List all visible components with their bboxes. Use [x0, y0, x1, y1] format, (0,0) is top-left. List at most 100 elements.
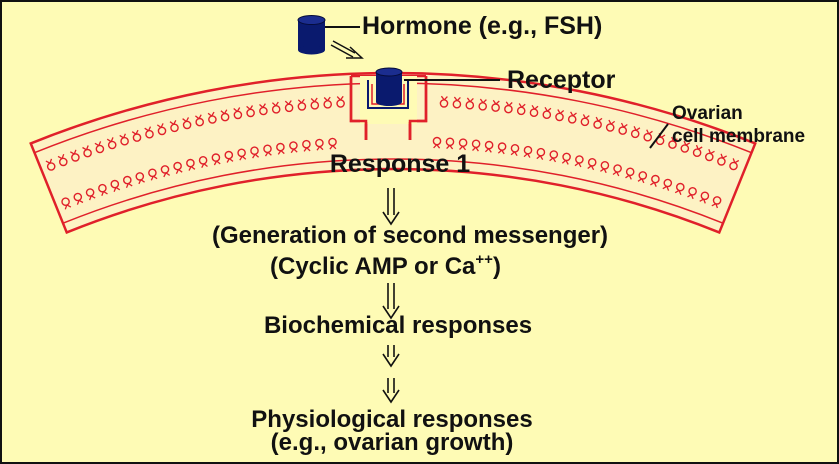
lipid-head — [73, 192, 83, 202]
lipid-tail — [259, 103, 266, 108]
lipid-tail — [446, 144, 454, 150]
lipid-tail — [195, 114, 202, 120]
lipid-head — [157, 126, 167, 136]
lipid-tail — [633, 126, 641, 131]
lipid-head — [160, 165, 170, 174]
lipid-tail — [433, 144, 441, 149]
lipid-head — [680, 144, 690, 153]
lipid-head — [120, 136, 129, 146]
lipid-head — [61, 197, 70, 206]
lipid-head — [46, 162, 56, 171]
lipid-tail — [720, 153, 728, 159]
lipid-tail — [239, 155, 247, 161]
lipid-head — [663, 178, 673, 188]
double-down-arrow-icon — [382, 378, 400, 404]
lipid-tail — [561, 159, 569, 165]
lipid-tail — [144, 126, 152, 132]
double-down-arrow-icon — [382, 188, 400, 226]
flow-arrows — [382, 188, 400, 404]
lipid-head — [85, 188, 95, 197]
second-messenger-label: (Generation of second messenger) — [211, 222, 609, 249]
lipid-head — [148, 168, 157, 178]
lipid-head — [638, 171, 648, 180]
response-1-label: Response 1 — [329, 150, 471, 178]
binding-arrow-icon — [330, 40, 364, 59]
lipid-tail — [612, 171, 620, 177]
lipid-tail — [523, 153, 531, 158]
lipid-tail — [188, 165, 196, 171]
lipid-tail — [497, 149, 505, 155]
lipid-tail — [570, 111, 577, 117]
lipid-tail — [303, 147, 311, 152]
lipid-tail — [536, 155, 544, 160]
lipid-tail — [163, 172, 171, 178]
lipid-head — [688, 186, 697, 196]
bound-hormone-icon — [375, 67, 403, 106]
hormone-label: Hormone (e.g., FSH) — [362, 12, 603, 40]
lipid-tail — [683, 140, 691, 146]
lipid-tail — [175, 168, 183, 174]
lipid-tail — [531, 104, 539, 110]
lipid-tail — [106, 137, 114, 143]
lipid-head — [692, 148, 702, 157]
lipid-tail — [169, 120, 177, 125]
lipid-tail — [131, 129, 139, 135]
lipid-tail — [336, 95, 344, 101]
lipid-head — [643, 132, 653, 142]
lipid-head — [83, 148, 92, 158]
lipid-tail — [574, 162, 582, 168]
lipid-head — [668, 140, 677, 149]
lipid-tail — [113, 186, 121, 192]
lipid-head — [107, 140, 117, 150]
lipid-tail — [57, 153, 65, 160]
lipid-head — [59, 157, 68, 167]
lipid-tail — [246, 105, 254, 110]
lipid-tail — [156, 123, 164, 129]
lipid-head — [618, 126, 628, 135]
lipid-tail — [316, 146, 324, 151]
lipid-tail — [64, 204, 72, 210]
lipid-tail — [466, 97, 474, 103]
lipid-head — [613, 164, 622, 173]
cyclic-amp-label: (Cyclic AMP or Ca++) — [270, 251, 501, 281]
lipid-head — [132, 133, 142, 142]
lipid-tail — [595, 116, 603, 122]
lipid-tail — [492, 99, 500, 105]
lipid-head — [625, 167, 635, 177]
lipid-tail — [88, 195, 96, 201]
cyclic-amp-close: ) — [492, 253, 501, 280]
lipid-tail — [518, 103, 526, 108]
lipid-head — [98, 183, 107, 193]
lipid-head — [700, 191, 710, 201]
lipid-head — [717, 157, 726, 166]
lipid-head — [71, 153, 80, 162]
lipid-tail — [637, 178, 645, 184]
lipid-tail — [587, 165, 595, 171]
lipid-tail — [662, 185, 670, 191]
lipid-tail — [671, 136, 678, 142]
lipid-tail — [472, 146, 479, 152]
calcium-charge: ++ — [475, 251, 493, 268]
lipid-tail — [708, 149, 715, 155]
lipid-tail — [233, 107, 241, 112]
inner-leaflet-line — [62, 158, 724, 224]
lipid-head — [95, 144, 105, 154]
lipid-tail — [69, 149, 77, 155]
lipid-tail — [608, 119, 616, 125]
lipid-head — [145, 129, 154, 139]
lipid-tail — [329, 145, 337, 150]
lipid-tail — [150, 175, 158, 181]
membrane-label-line1: Ovarian — [672, 103, 743, 124]
lipid-tail — [82, 145, 89, 151]
receptor-label: Receptor — [507, 66, 616, 94]
lipid-tail — [182, 117, 190, 123]
lipid-tail — [440, 95, 448, 101]
lipid-head — [123, 175, 132, 185]
lipid-head — [705, 152, 714, 162]
lipid-tail — [226, 158, 234, 163]
example-label: (e.g., ovarian growth) — [270, 429, 514, 456]
lipid-tail — [290, 148, 298, 154]
lipid-tail — [323, 96, 331, 102]
